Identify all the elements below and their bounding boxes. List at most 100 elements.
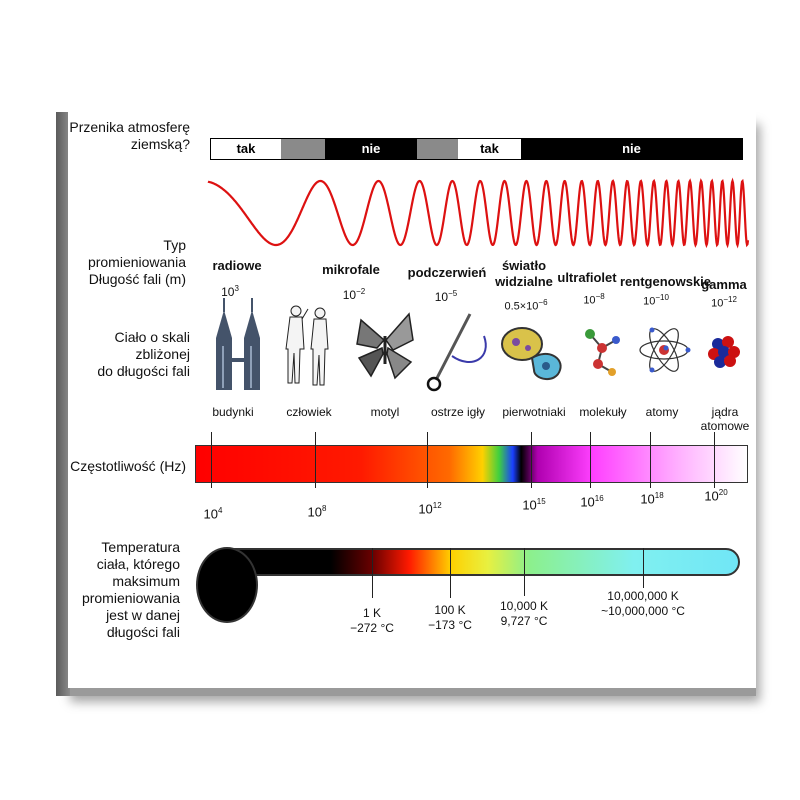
temperature-tick — [372, 548, 373, 598]
category-gamma: gamma — [701, 277, 747, 292]
celsius-value: −173 °C — [428, 618, 472, 632]
body-scale-label: Ciało o skali zbliżonej do długości fali — [40, 329, 190, 380]
molecule-icon — [585, 329, 620, 376]
frequency-tick — [650, 432, 651, 488]
radiation-type-label: Typ promieniowania Długość fali (m) — [40, 237, 186, 288]
atmosphere-segment: tak — [458, 139, 521, 159]
protozoa-icon — [501, 327, 562, 380]
wl-exp: 3 — [234, 284, 239, 293]
wl-exp: −5 — [448, 289, 458, 298]
wl-base: 10 — [643, 295, 656, 308]
temperature-tick-label: 1 K −272 °C — [330, 606, 414, 636]
celsius-value: −272 °C — [350, 621, 394, 635]
kelvin-value: 100 K — [434, 603, 466, 617]
frequency-bar — [195, 445, 748, 483]
category-swiatlo-widzialne-text: światło widzialne — [495, 258, 553, 289]
temperature-label-line: promieniowania — [81, 590, 180, 606]
temperature-label-line: Temperatura — [101, 539, 180, 555]
category-podczerwien: podczerwień — [407, 265, 487, 280]
buildings-icon — [216, 298, 260, 390]
tick-base: 10 — [704, 488, 719, 504]
temperature-label-line: maksimum — [112, 573, 180, 589]
thermometer-bulb — [196, 547, 258, 623]
celsius-value: ~10,000,000 °C — [601, 604, 685, 618]
frequency-label: Częstotliwość (Hz) — [70, 458, 186, 474]
temperature-tick — [524, 548, 525, 596]
category-ultrafiolet: ultrafiolet — [557, 270, 617, 285]
kelvin-value: 10,000 K — [499, 599, 549, 613]
atmosphere-label: Przenika atmosferę ziemską? — [40, 119, 190, 153]
wl-base: 10 — [221, 285, 235, 299]
wl-base: 0.5×10 — [504, 300, 539, 313]
tick-exp: 20 — [718, 488, 728, 497]
object-label: ostrze igły — [430, 405, 486, 419]
radiation-type-label-line: Typ — [163, 237, 186, 253]
atmosphere-label-line: ziemską? — [130, 136, 190, 152]
wave-diagram — [207, 177, 750, 249]
frequency-tick-label: 104 — [196, 506, 230, 521]
wl-exp: −6 — [538, 298, 548, 307]
atmosphere-segment: nie — [325, 139, 417, 159]
wave-line — [207, 177, 750, 249]
object-label: atomy — [645, 405, 679, 419]
frequency-tick — [531, 432, 532, 488]
wavelength-value: 10−10 — [636, 293, 676, 308]
object-label: motyl — [370, 405, 400, 419]
body-scale-label-line: do długości fali — [97, 363, 190, 379]
tick-exp: 12 — [432, 501, 442, 510]
tick-exp: 15 — [536, 497, 546, 506]
wavelength-value: 10−12 — [704, 295, 744, 310]
object-label: człowiek — [286, 405, 332, 419]
tick-exp: 4 — [218, 506, 223, 515]
frequency-tick-label: 1015 — [514, 497, 554, 512]
tick-exp: 8 — [322, 504, 327, 513]
atom-icon — [639, 327, 691, 373]
tick-base: 10 — [580, 494, 595, 510]
kelvin-value: 1 K — [362, 606, 381, 620]
wavelength-value: 103 — [215, 284, 245, 299]
wavelength-value: 10−8 — [574, 292, 614, 307]
wavelength-value: 10−2 — [336, 287, 372, 302]
frequency-tick — [211, 432, 212, 488]
atmosphere-segment — [417, 139, 458, 159]
wl-exp: −12 — [723, 295, 737, 304]
tick-base: 10 — [307, 504, 322, 520]
wl-base: 10 — [711, 297, 724, 310]
tick-base: 10 — [522, 497, 537, 513]
thermometer-tube — [214, 548, 740, 576]
atmosphere-segment: nie — [521, 139, 742, 159]
tick-exp: 18 — [654, 491, 664, 500]
frequency-tick-label: 1012 — [410, 501, 450, 516]
temperature-label-line: jest w danej — [106, 607, 180, 623]
temperature-tick — [450, 548, 451, 598]
temperature-label-line: długości fali — [106, 624, 180, 640]
object-label: pierwotniaki — [502, 405, 566, 419]
canvas-edge — [56, 112, 70, 696]
kelvin-value: 10,000,000 K — [607, 589, 679, 603]
atmosphere-bar — [210, 138, 743, 160]
radiation-type-label-line: promieniowania — [87, 254, 186, 270]
category-swiatlo-widzialne: światło widzialne — [492, 258, 556, 290]
needle-icon — [426, 313, 487, 392]
temperature-tick-label: 10,000,000 K ~10,000,000 °C — [588, 589, 698, 619]
object-label: jądra atomowe — [700, 405, 750, 433]
nucleus-icon — [708, 336, 740, 368]
atmosphere-label-line: Przenika atmosferę — [69, 119, 190, 135]
temperature-label-line: ciała, którego — [96, 556, 180, 572]
category-radiowe: radiowe — [212, 258, 262, 273]
temperature-tick-label: 100 K −173 °C — [408, 603, 492, 633]
atmosphere-segment: tak — [211, 139, 281, 159]
frequency-tick — [590, 432, 591, 488]
frequency-tick — [315, 432, 316, 488]
object-label: molekuły — [579, 405, 627, 419]
wavelength-value: 0.5×10−6 — [496, 298, 556, 313]
category-rentgenowskie: rentgenowskie — [620, 274, 712, 289]
temperature-label: Temperatura ciała, którego maksimum prom… — [40, 539, 180, 641]
wavelength-label: Długość fali (m) — [88, 271, 186, 287]
tick-base: 10 — [203, 506, 218, 522]
category-mikrofale: mikrofale — [322, 262, 380, 277]
celsius-value: 9,727 °C — [500, 614, 548, 628]
tick-base: 10 — [640, 491, 655, 507]
atmosphere-segment — [281, 139, 325, 159]
frequency-tick-label: 1018 — [632, 491, 672, 506]
